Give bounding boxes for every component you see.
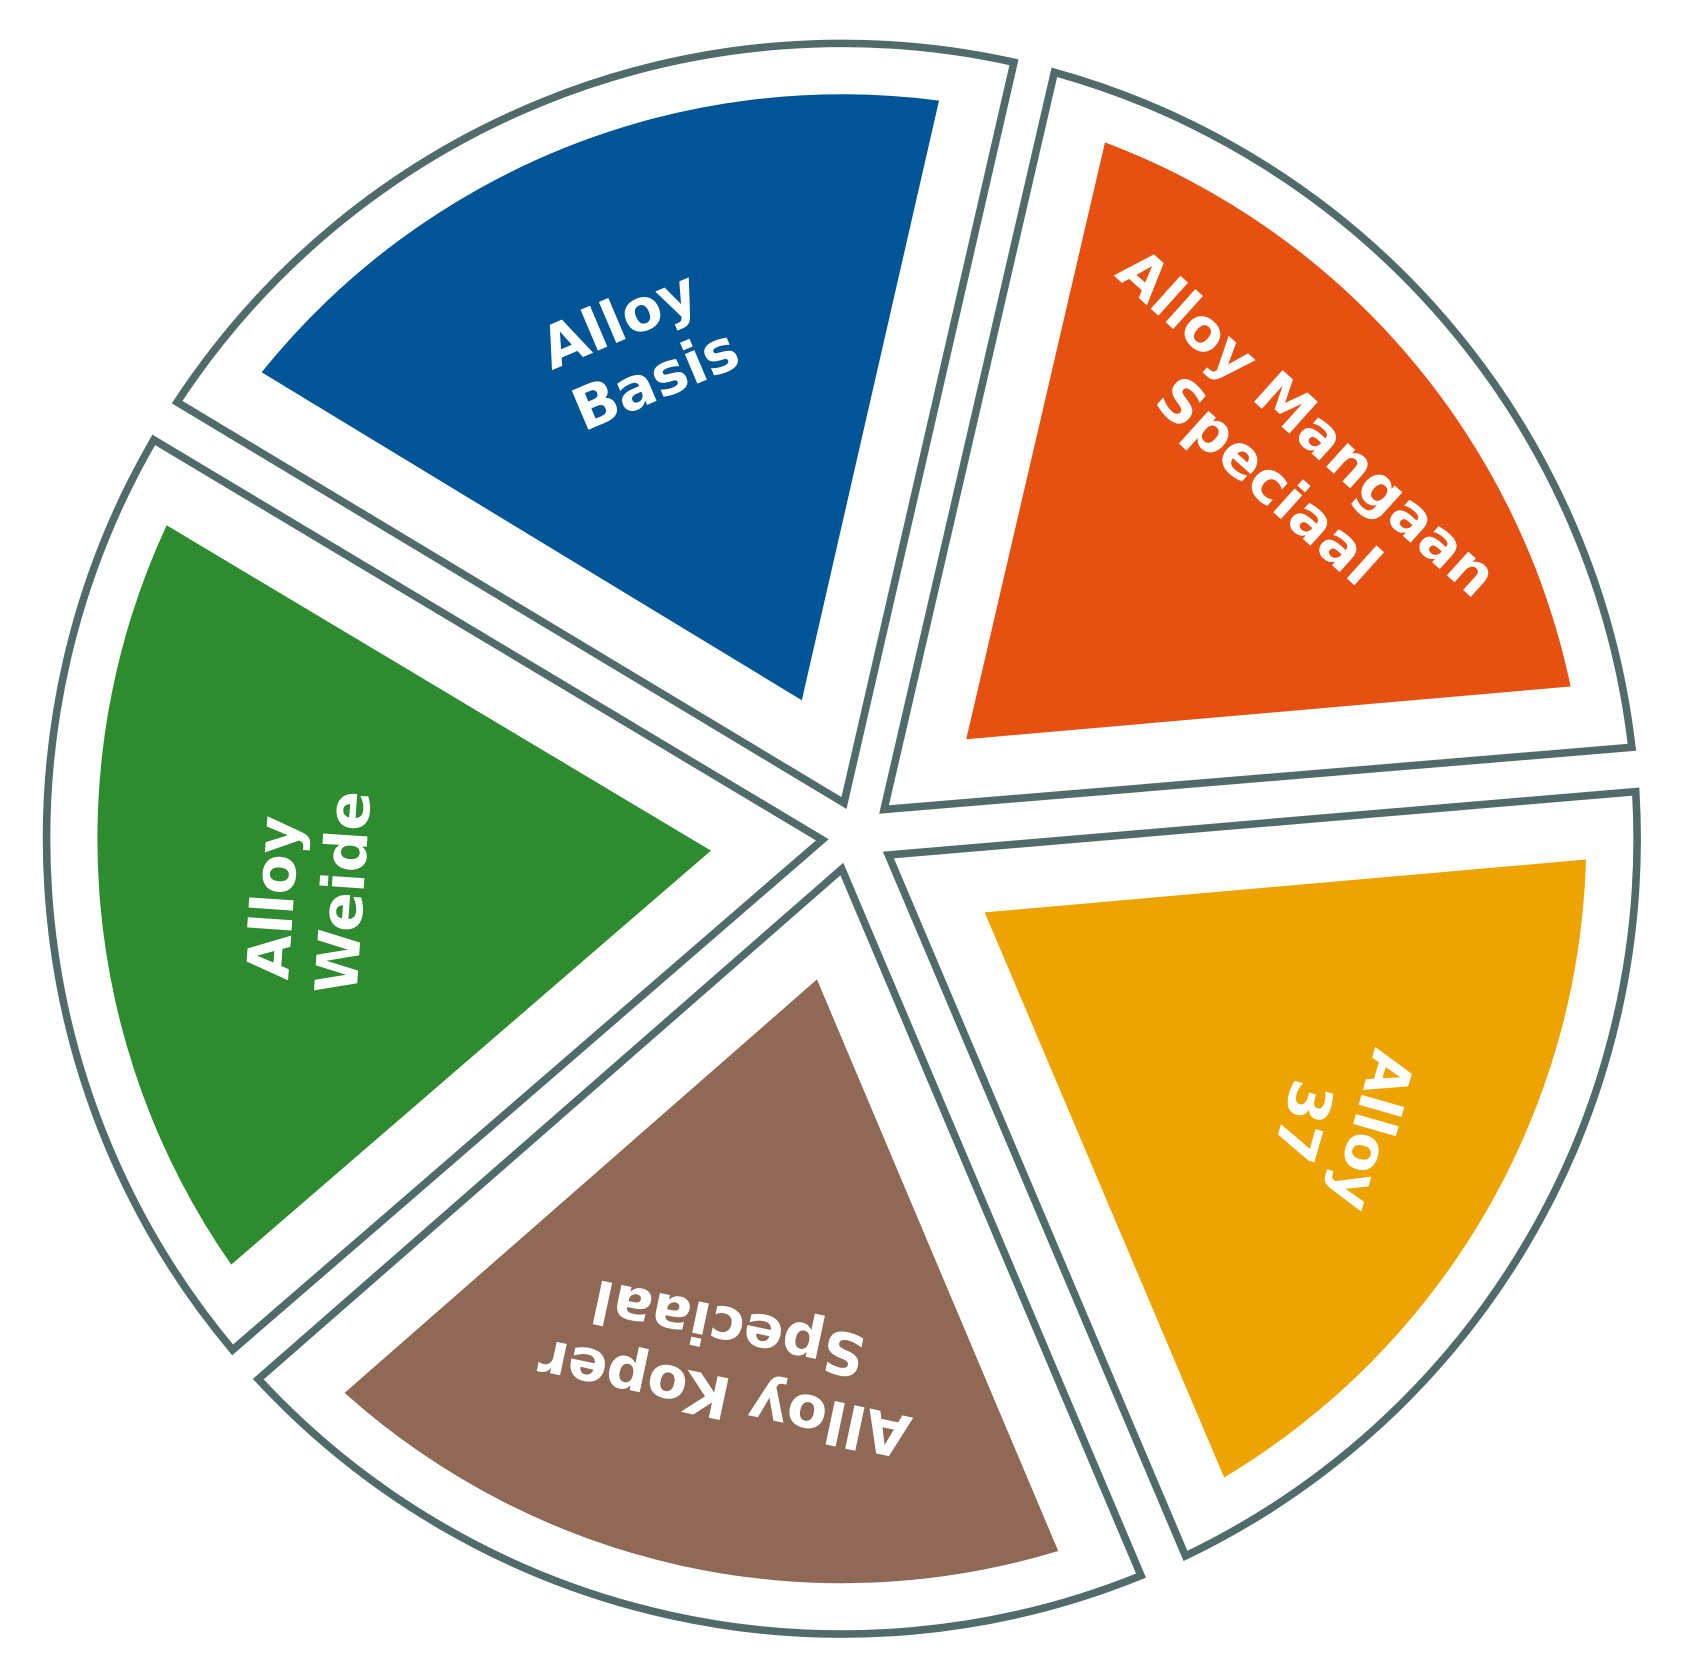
segment-fill-a37 bbox=[984, 859, 1586, 1478]
segment-fill-mangaan bbox=[966, 142, 1571, 740]
segment-fill-basis bbox=[261, 94, 940, 701]
segment-fill-koper bbox=[344, 979, 1059, 1584]
segment-fill-weide bbox=[97, 525, 711, 1265]
segment-label-weide: Alloy Weide bbox=[233, 784, 384, 997]
